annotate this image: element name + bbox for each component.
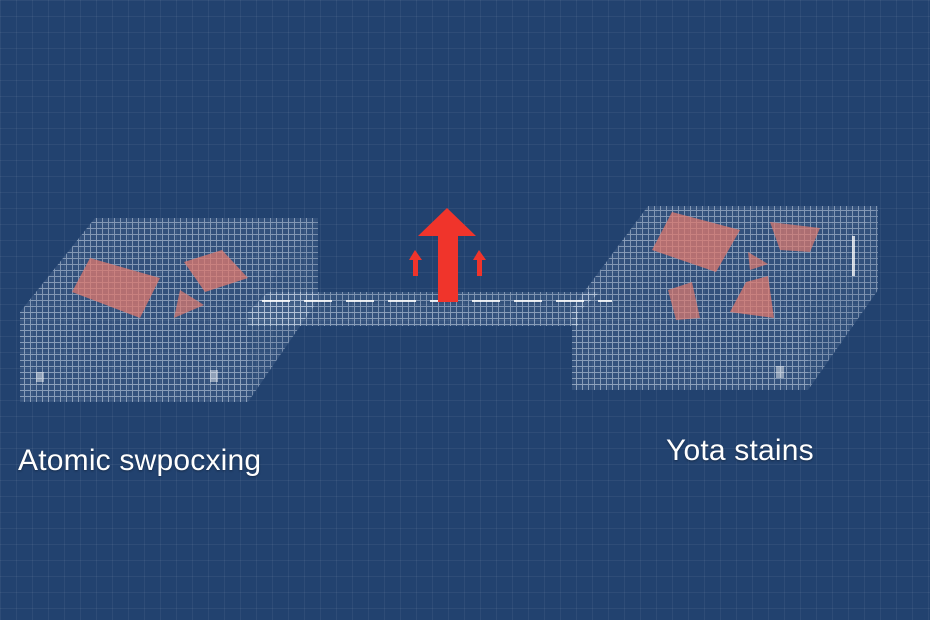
right-block-side-face [808, 206, 878, 390]
right-fragment-1 [652, 212, 740, 272]
right-glass-block [572, 206, 878, 390]
right-fragment-3 [748, 252, 768, 270]
left-block-marker-1 [36, 372, 44, 382]
bridge-top-face [248, 292, 600, 312]
left-fragment-3 [174, 290, 204, 318]
right-block-label: Yota stains [666, 434, 814, 467]
left-glass-block [20, 218, 318, 402]
small-up-arrow-left [409, 250, 422, 276]
right-block-edge-mark [852, 236, 855, 276]
bridge-front-face [248, 312, 578, 326]
left-fragment-1 [72, 258, 160, 318]
connecting-bridge [248, 292, 612, 326]
left-fragment-2 [184, 250, 248, 292]
left-block-label: Atomic swpocxing [18, 444, 262, 477]
right-block-front-face [572, 308, 808, 390]
right-fragment-2 [770, 222, 820, 252]
left-block-front-face [20, 312, 248, 402]
right-block-marker [776, 366, 784, 378]
right-fragment-5 [730, 276, 774, 318]
upward-arrows [409, 208, 486, 302]
left-block-marker-2 [210, 370, 218, 382]
right-fragment-4 [668, 282, 700, 320]
main-up-arrow [418, 208, 476, 302]
small-up-arrow-right [473, 250, 486, 276]
